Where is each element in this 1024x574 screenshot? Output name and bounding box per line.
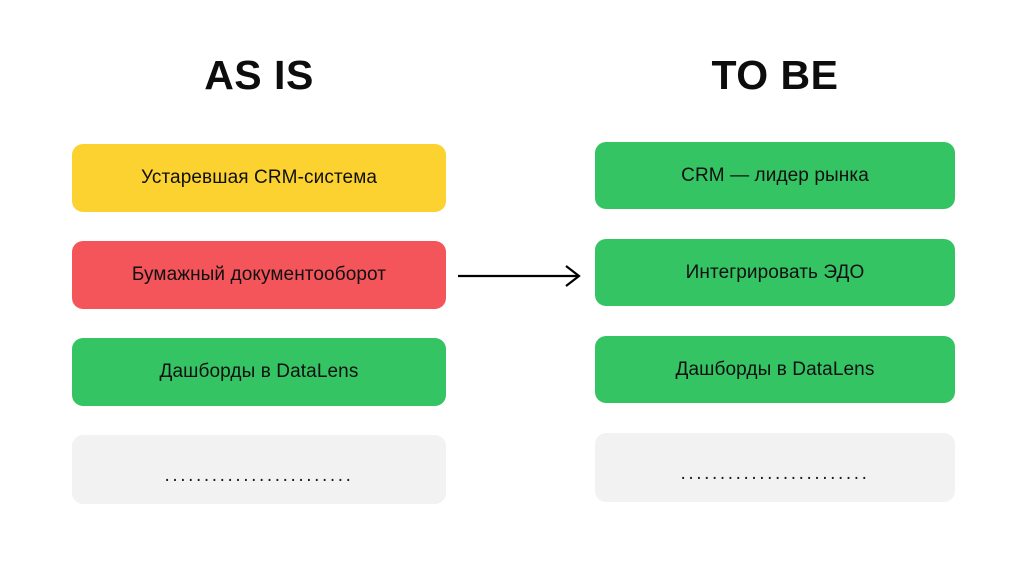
card-label: Дашборды в DataLens (159, 361, 359, 382)
card-label: Интегрировать ЭДО (685, 261, 865, 283)
as-is-column-title: AS IS (204, 52, 314, 98)
as-is-column: Устаревшая CRM-система Бумажный документ… (72, 144, 446, 504)
to-be-card-edo-integration[interactable]: Интегрировать ЭДО (595, 239, 955, 306)
card-label: Устаревшая CRM-система (140, 167, 378, 188)
to-be-column-title: TO BE (711, 52, 839, 98)
card-label: CRM — лидер рынка (681, 164, 869, 186)
to-be-column: CRM — лидер рынка Интегрировать ЭДО Дашб… (595, 142, 955, 532)
placeholder-dots: ........................ (164, 464, 354, 486)
as-is-card-dashboards[interactable]: Дашборды в DataLens (72, 338, 446, 406)
as-is-card-paper-docflow[interactable]: Бумажный документооборот (72, 241, 446, 309)
to-be-card-dashboards[interactable]: Дашборды в DataLens (595, 336, 955, 403)
card-label: Бумажный документооборот (131, 264, 387, 285)
arrow-right-icon (458, 262, 586, 290)
as-is-card-placeholder[interactable]: ........................ (72, 435, 446, 504)
placeholder-dots: ........................ (680, 462, 870, 484)
card-label: Дашборды в DataLens (675, 358, 875, 380)
as-is-card-crm[interactable]: Устаревшая CRM-система (72, 144, 446, 212)
to-be-card-placeholder[interactable]: ........................ (595, 433, 955, 502)
to-be-card-crm-leader[interactable]: CRM — лидер рынка (595, 142, 955, 209)
